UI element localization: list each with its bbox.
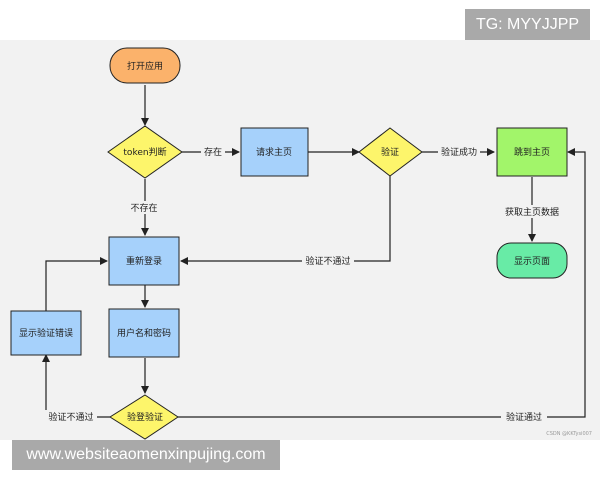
- edge-label-not-exists: 不存在: [130, 202, 157, 214]
- footer-url: www.websiteaomenxinpujing.com: [12, 440, 280, 470]
- edge-label-verify-fail-top: 验证不通过: [305, 255, 350, 267]
- login-verify-label: 验登验证: [127, 411, 163, 423]
- login-verify-decision-node: [109, 394, 179, 440]
- credentials-label: 用户名和密码: [117, 327, 171, 339]
- show-error-label: 显示验证错误: [19, 327, 73, 339]
- edge-label-verify-fail-bottom: 验证不通过: [48, 411, 93, 423]
- show-page-node: [496, 242, 568, 279]
- verify-decision-node: [358, 127, 423, 177]
- edge-label-exists: 存在: [204, 146, 222, 158]
- request-home-label: 请求主页: [256, 146, 292, 158]
- edge-verify-fail-to-relogin: [180, 176, 391, 265]
- goto-home-node: [496, 127, 568, 177]
- edge-label-get-data: 获取主页数据: [505, 206, 559, 218]
- token-decision-node: [107, 125, 183, 179]
- edge-login-fail-to-error: [42, 354, 110, 418]
- edge-error-to-relogin: [45, 257, 108, 311]
- edge-login-pass-to-home: [178, 148, 586, 418]
- start-node: [109, 47, 181, 84]
- flowchart: 存在 验证成功 不存在 获取主页数据 验证不通过 验证不通过 验证通过 打开应用…: [10, 47, 592, 440]
- edge-label-verify-pass: 验证通过: [506, 411, 542, 423]
- request-home-node: [240, 127, 309, 177]
- show-error-node: [10, 310, 82, 356]
- relogin-node: [108, 236, 180, 286]
- show-page-label: 显示页面: [514, 256, 550, 267]
- relogin-label: 重新登录: [126, 255, 162, 267]
- goto-home-label: 跳到主页: [514, 146, 550, 158]
- watermark-text: CSDN @KKTysi007: [546, 431, 592, 437]
- edge-label-verify-success: 验证成功: [441, 146, 477, 158]
- start-node-label: 打开应用: [127, 60, 163, 72]
- credentials-node: [108, 308, 180, 358]
- flowchart-canvas: 存在 验证成功 不存在 获取主页数据 验证不通过 验证不通过 验证通过 打开应用…: [0, 40, 600, 440]
- verify-decision-label: 验证: [381, 146, 399, 158]
- header-tag: TG: MYYJJPP: [465, 9, 590, 40]
- token-decision-label: token判断: [123, 146, 166, 158]
